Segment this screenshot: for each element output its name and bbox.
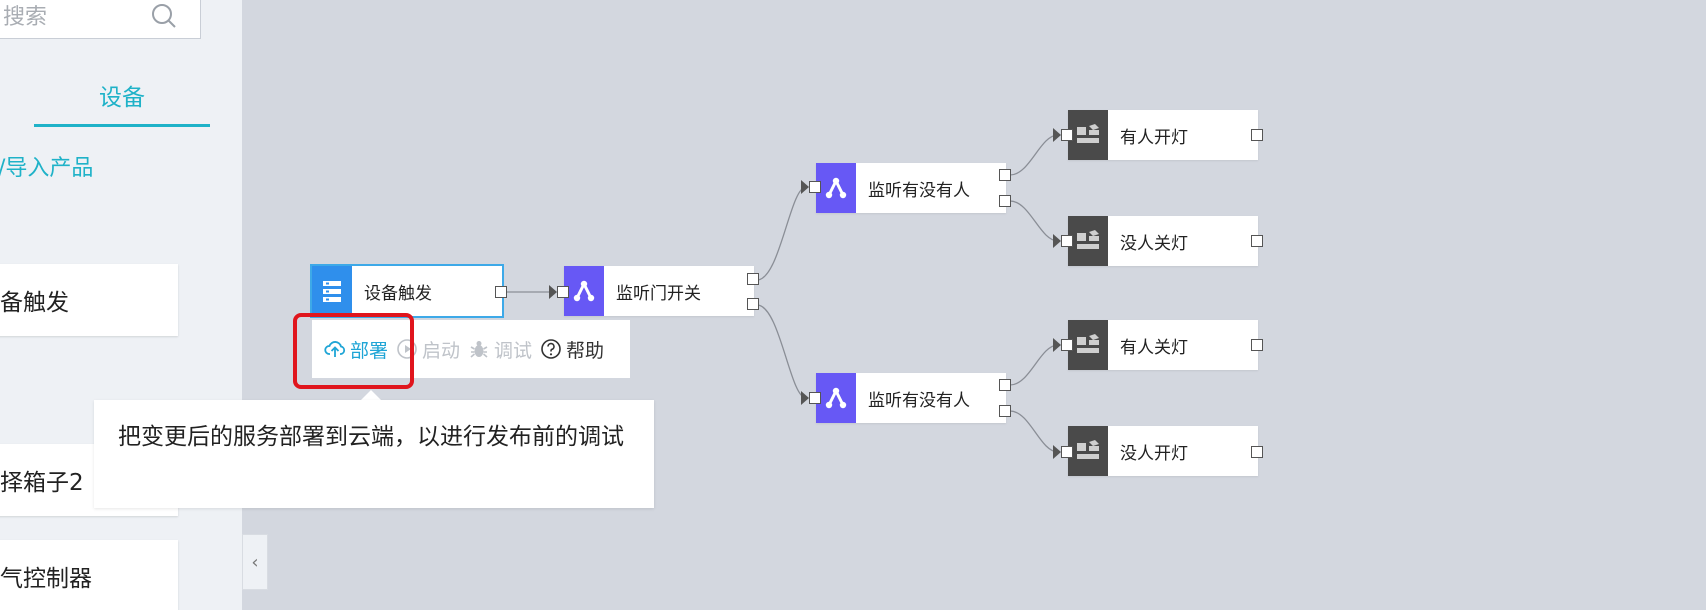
wire-door-listen1 (756, 186, 807, 281)
sidebar-item-label: 备触发 (0, 290, 69, 316)
input-port[interactable] (1061, 235, 1073, 247)
tooltip-arrow (360, 390, 382, 401)
branch-icon (816, 373, 856, 423)
input-port[interactable] (1061, 446, 1073, 458)
debug-button[interactable]: 调试 (468, 336, 532, 363)
sidebar-item-label: 择箱子2 (0, 470, 84, 496)
node-label: 没人开灯 (1120, 443, 1188, 464)
input-arrow-icon (1053, 338, 1061, 352)
input-port[interactable] (1061, 129, 1073, 141)
search-icon[interactable] (149, 1, 179, 31)
input-port[interactable] (809, 181, 821, 193)
output-port[interactable] (495, 286, 507, 298)
output-port[interactable] (999, 405, 1011, 417)
output-port[interactable] (1251, 129, 1263, 141)
input-arrow-icon (801, 391, 809, 405)
sidebar-item-controller[interactable]: 气控制器 (0, 540, 178, 610)
flow-node-listen-door[interactable]: 监听门开关 (564, 266, 754, 316)
wire-listen2-on2 (1009, 410, 1059, 453)
search-box (0, 0, 201, 39)
output-port[interactable] (1251, 339, 1263, 351)
device-icon (1068, 216, 1108, 266)
chevron-left-icon: ‹ (251, 551, 259, 573)
help-label: 帮助 (566, 339, 605, 362)
node-label: 设备触发 (364, 283, 432, 304)
branch-icon (816, 163, 856, 213)
wire-listen2-off2 (1009, 344, 1059, 386)
deploy-highlight-box (293, 313, 414, 389)
deploy-label: 部署 (350, 339, 389, 362)
sidebar-item-label: 气控制器 (0, 566, 92, 592)
node-label: 有人关灯 (1120, 337, 1188, 358)
list-icon (312, 266, 352, 316)
tab-active-underline (34, 124, 210, 127)
input-arrow-icon (801, 180, 809, 194)
flow-node-off-1[interactable]: 没人关灯 (1068, 216, 1258, 266)
search-input[interactable] (0, 0, 157, 38)
input-port[interactable] (557, 286, 569, 298)
output-port[interactable] (999, 169, 1011, 181)
branch-icon (564, 266, 604, 316)
flow-node-off-2[interactable]: 有人关灯 (1068, 320, 1258, 370)
node-label: 监听有没有人 (868, 390, 970, 411)
node-label: 监听有没有人 (868, 180, 970, 201)
deploy-tooltip: 把变更后的服务部署到云端，以进行发布前的调试 (94, 400, 654, 508)
sidebar: 设备 /导入产品 备触发 择箱子2 气控制器 (0, 0, 242, 610)
device-icon (1068, 426, 1108, 476)
output-port[interactable] (999, 195, 1011, 207)
output-port[interactable] (1251, 235, 1263, 247)
tooltip-text: 把变更后的服务部署到云端，以进行发布前的调试 (118, 424, 624, 450)
cloud-upload-icon (324, 338, 346, 360)
flow-node-trigger[interactable]: 设备触发 (310, 264, 504, 318)
input-arrow-icon (549, 285, 557, 299)
input-port[interactable] (1061, 339, 1073, 351)
node-label: 有人开灯 (1120, 127, 1188, 148)
node-toolbar: 部署 启动 调试 帮助 (312, 320, 630, 378)
output-port[interactable] (999, 379, 1011, 391)
input-port[interactable] (809, 392, 821, 404)
input-arrow-icon (1053, 234, 1061, 248)
flow-node-on-2[interactable]: 没人开灯 (1068, 426, 1258, 476)
flow-node-listen-2[interactable]: 监听有没有人 (816, 373, 1006, 423)
flow-node-listen-1[interactable]: 监听有没有人 (816, 163, 1006, 213)
bug-icon (468, 338, 490, 360)
node-label: 监听门开关 (616, 283, 701, 304)
wire-listen1-on1 (1009, 134, 1059, 176)
device-icon (1068, 320, 1108, 370)
node-label: 没人关灯 (1120, 233, 1188, 254)
wire-door-listen2 (756, 304, 807, 399)
deploy-button[interactable]: 部署 (324, 336, 388, 363)
device-icon (1068, 110, 1108, 160)
import-product-link[interactable]: /导入产品 (0, 156, 94, 181)
output-port[interactable] (747, 273, 759, 285)
tab-device[interactable]: 设备 (99, 85, 145, 111)
start-label: 启动 (422, 339, 461, 362)
play-circle-icon (396, 338, 418, 360)
start-button[interactable]: 启动 (396, 336, 460, 363)
debug-label: 调试 (494, 339, 533, 362)
help-button[interactable]: 帮助 (540, 336, 604, 363)
wire-listen1-off1 (1009, 200, 1059, 242)
output-port[interactable] (747, 298, 759, 310)
flow-node-on-1[interactable]: 有人开灯 (1068, 110, 1258, 160)
input-arrow-icon (1053, 128, 1061, 142)
input-arrow-icon (1053, 445, 1061, 459)
question-circle-icon (540, 338, 562, 360)
collapse-sidebar-button[interactable]: ‹ (242, 534, 268, 590)
output-port[interactable] (1251, 446, 1263, 458)
sidebar-item-trigger[interactable]: 备触发 (0, 264, 178, 336)
